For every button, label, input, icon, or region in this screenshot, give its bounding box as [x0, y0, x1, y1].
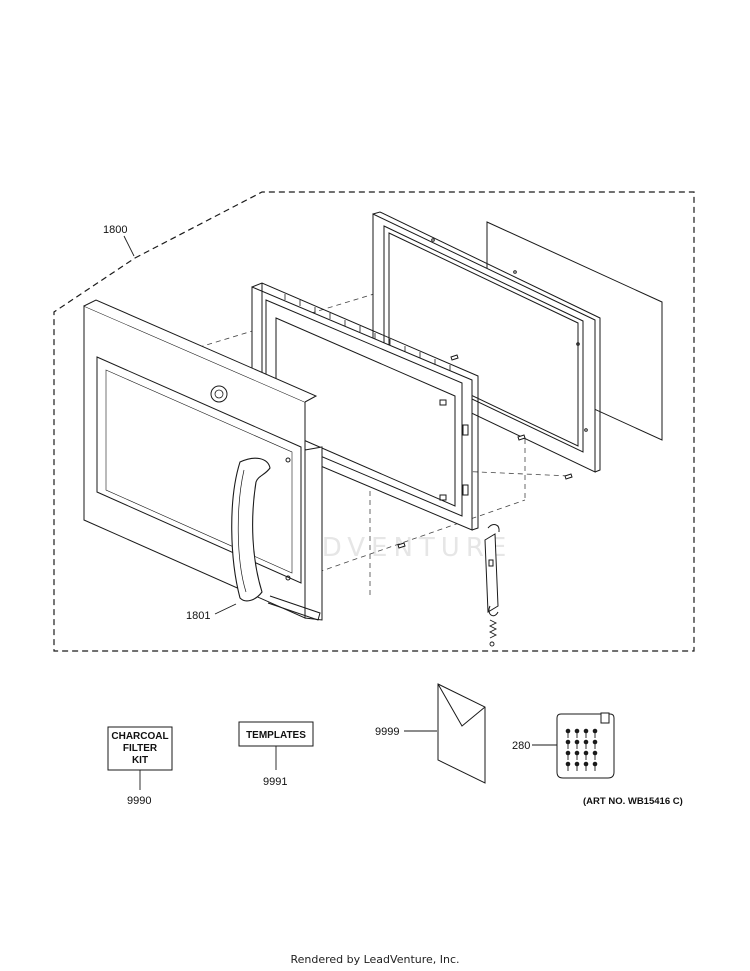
charcoal-label-line2: FILTER [123, 743, 158, 754]
screw-icon [397, 354, 573, 549]
callout-1801: 1801 [186, 610, 210, 622]
envelope-icon [437, 683, 486, 784]
charcoal-label-line1: CHARCOAL [111, 731, 168, 742]
callout-1800: 1800 [103, 224, 127, 236]
hardware-bag-icon [556, 712, 615, 779]
assembly-boundary [53, 191, 695, 652]
inner-frame-icon [372, 211, 601, 473]
charcoal-label-line3: KIT [132, 755, 148, 766]
callout-280: 280 [512, 740, 530, 752]
callout-leaders [123, 235, 557, 790]
callout-9999: 9999 [375, 726, 399, 738]
templates-label: TEMPLATES [246, 730, 306, 741]
spring-icon [488, 619, 498, 647]
templates-box: TEMPLATES [238, 721, 314, 747]
charcoal-filter-kit-box: CHARCOAL FILTER KIT [107, 726, 173, 771]
art-number: (ART NO. WB15416 C) [583, 796, 683, 807]
footer-credit: Rendered by LeadVenture, Inc. [290, 953, 460, 966]
handle-icon [231, 457, 271, 602]
latch-hook-icon [484, 524, 500, 617]
callout-9990: 9990 [127, 795, 151, 807]
callout-9991: 9991 [263, 776, 287, 788]
